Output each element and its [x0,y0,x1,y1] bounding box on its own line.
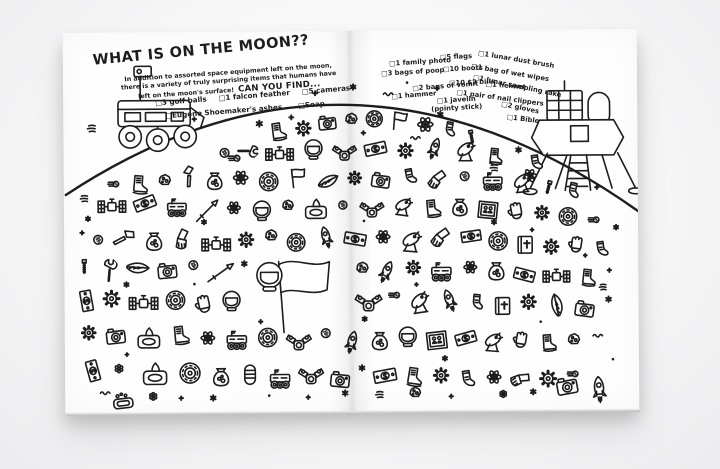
checklist-item: □1 javelin (pointy stick) [430,94,483,114]
book-spread: WHAT IS ON THE MOON?? In addition to ass… [62,29,640,413]
right-checklist: □1 family photo□5 flags□1 lunar dust bru… [63,29,640,413]
moon-illustration [63,64,640,410]
moon-horizon-line [65,103,638,215]
checklist-item: □5 flags [439,52,473,62]
checklist-item: □3 bags of poop [380,66,445,78]
